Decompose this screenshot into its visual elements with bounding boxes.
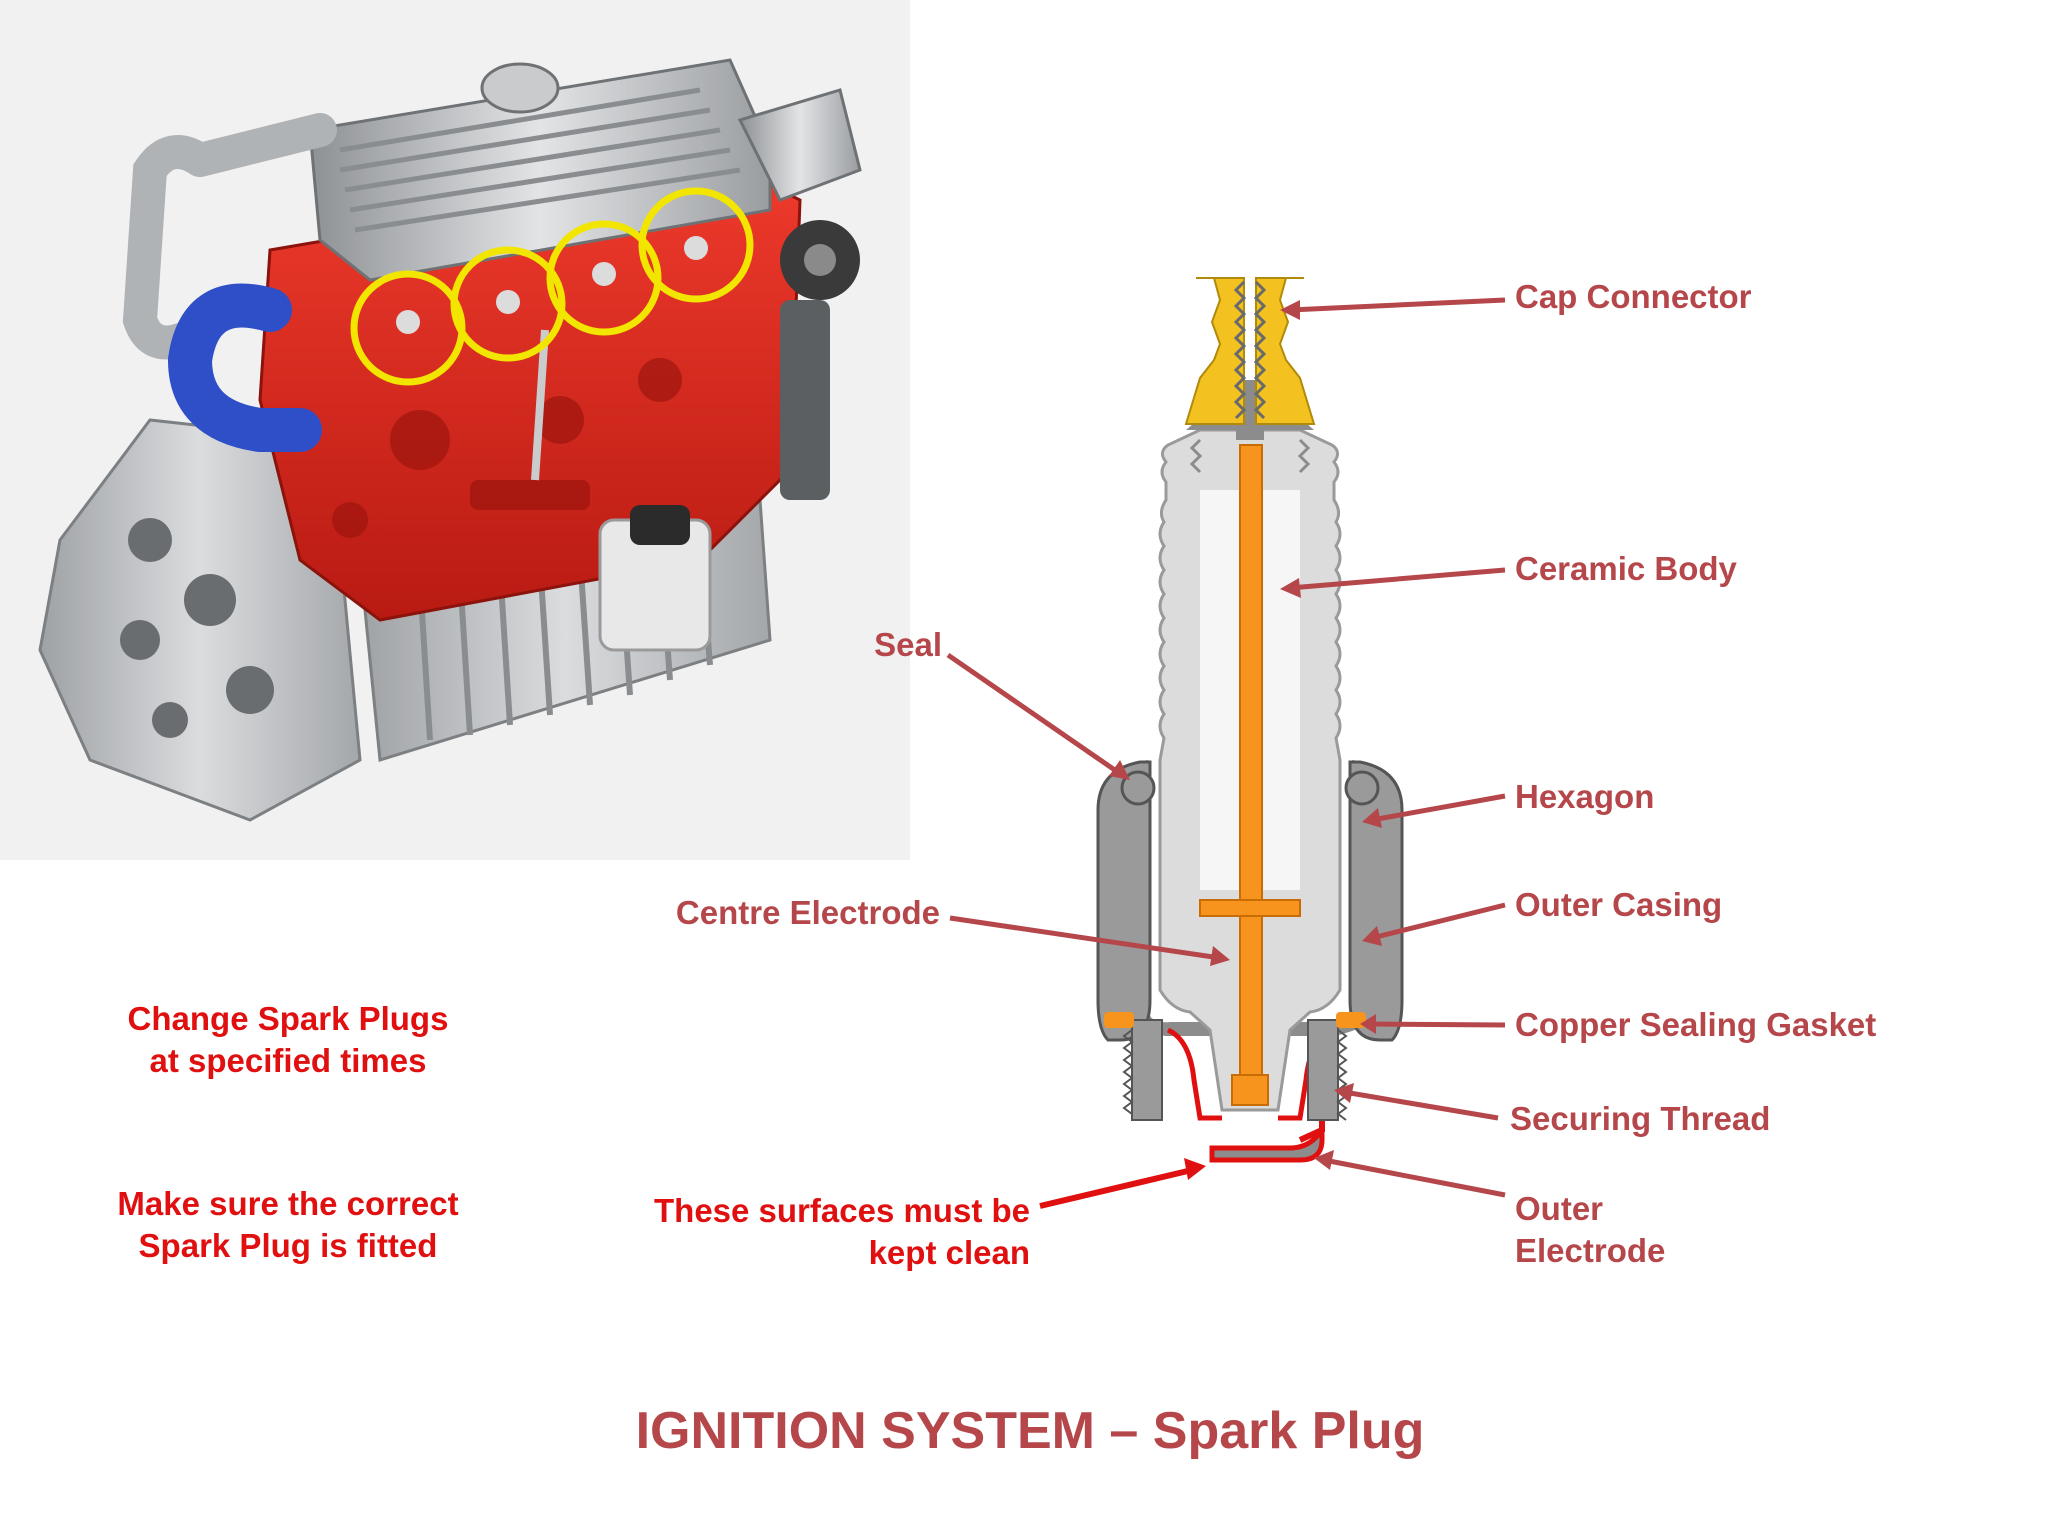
note-correct-plug-2: Spark Plug is fitted	[139, 1227, 438, 1264]
cap-connector	[1184, 277, 1316, 425]
plug-markers	[350, 187, 754, 386]
spark-plug-cross-section	[1096, 277, 1404, 1163]
leader-lines	[946, 297, 1506, 1209]
label-clean-surfaces-1: These surfaces must be	[654, 1192, 1030, 1229]
note-change-plugs-1: Change Spark Plugs	[128, 1000, 449, 1037]
label-clean-surfaces-2: kept clean	[869, 1234, 1030, 1271]
copper-gasket-left	[1104, 1012, 1134, 1028]
part-labels: Cap Connector Ceramic Body Seal Hexagon …	[654, 278, 1876, 1271]
securing-thread	[1122, 1019, 1348, 1121]
seal-right	[1344, 770, 1380, 806]
label-outer-electrode-1: Outer	[1515, 1190, 1603, 1227]
label-cap-connector: Cap Connector	[1515, 278, 1752, 315]
centre-electrode-tip	[1231, 1074, 1269, 1106]
note-change-plugs-2: at specified times	[150, 1042, 427, 1079]
copper-gasket-right	[1336, 1012, 1366, 1028]
label-copper-gasket: Copper Sealing Gasket	[1515, 1006, 1876, 1043]
label-ceramic-body: Ceramic Body	[1515, 550, 1738, 587]
maintenance-notes: Change Spark Plugs at specified times Ma…	[117, 1000, 458, 1264]
engine-photo	[0, 0, 910, 860]
label-outer-electrode-2: Electrode	[1515, 1232, 1665, 1269]
plug-marker-4	[638, 187, 754, 303]
note-correct-plug-1: Make sure the correct	[117, 1185, 458, 1222]
label-hexagon: Hexagon	[1515, 778, 1654, 815]
centre-electrode-rod	[1239, 444, 1263, 1076]
label-seal: Seal	[874, 626, 942, 663]
centre-electrode-collar	[1199, 899, 1301, 917]
outer-electrode	[1209, 1121, 1325, 1163]
plug-marker-3	[546, 220, 662, 336]
plug-marker-2	[450, 246, 566, 362]
label-securing-thread: Securing Thread	[1510, 1100, 1770, 1137]
label-centre-electrode: Centre Electrode	[676, 894, 940, 931]
label-outer-casing: Outer Casing	[1515, 886, 1722, 923]
slide-title: IGNITION SYSTEM – Spark Plug	[636, 1402, 1425, 1460]
